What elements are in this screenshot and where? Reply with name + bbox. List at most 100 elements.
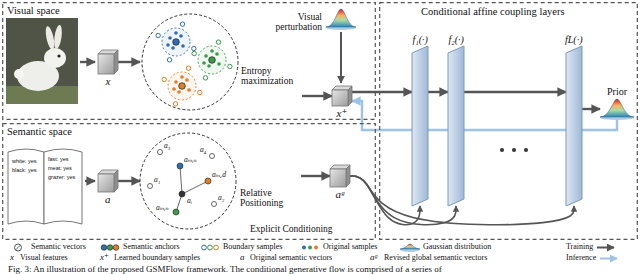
original-sample (177, 90, 181, 94)
legend-text: Semantic anchors (123, 243, 180, 252)
original-sample (172, 87, 176, 91)
boundary-sample (173, 102, 177, 106)
condition-arrow (350, 176, 420, 225)
prism-front (98, 54, 114, 74)
legend-item: Original semantic vectors (250, 254, 332, 263)
training-arrow (301, 175, 330, 177)
annotation: Visual perturbation (262, 12, 322, 33)
feature-vector: x⁺ (332, 86, 352, 106)
original-sample (179, 34, 183, 38)
coupling-layer: f₂(·) (448, 46, 464, 206)
original-sample (215, 52, 219, 56)
attribute-text: grazer: yes (48, 174, 75, 180)
legend-item: Original samples (300, 243, 377, 252)
coupling-layer: fL(·) (566, 46, 582, 206)
symbol-label: a₁ (154, 176, 160, 184)
attribute-text: meat: yes (48, 165, 72, 171)
boundary-sample (156, 33, 160, 37)
training-arrow (428, 91, 448, 93)
symbol-label: a (240, 253, 245, 263)
symbol-label: a₂ (218, 194, 224, 202)
node-label: f₂(·) (449, 34, 464, 45)
sample-icon (308, 246, 312, 250)
semantic-vector (148, 184, 153, 189)
dot (500, 148, 504, 152)
space-outline (140, 133, 236, 229)
training-arrow (582, 108, 600, 110)
symbol-label: aₘᵢₙ (184, 156, 197, 164)
semantic-anchor (173, 209, 179, 215)
slab-shape (566, 46, 582, 206)
vector-icon (16, 245, 21, 250)
node-shape (600, 98, 634, 120)
attribute-text: black: yes (12, 167, 36, 173)
anchor-icon (113, 245, 119, 251)
original-sample (202, 61, 206, 65)
legend-item: Revised global semantic vectors (384, 254, 487, 263)
semantic-anchor (179, 191, 185, 197)
legend-text: Visual features (20, 254, 68, 263)
node-label: f₁(·) (413, 34, 428, 45)
attribute-text: fast: yes (48, 156, 68, 162)
original-sample (166, 43, 170, 47)
ellipsis-dots (500, 148, 528, 152)
prism-side (346, 165, 350, 187)
original-sample (185, 78, 189, 82)
input-arrow (85, 180, 95, 182)
arrow-icon (600, 258, 617, 260)
node-shape (332, 86, 352, 106)
cluster-boundary (168, 72, 196, 100)
perturbation-arrow (340, 32, 342, 83)
legend-text: Original samples (323, 243, 377, 252)
node-heading: Entropy maximization (241, 66, 299, 87)
symbol-label: x⁺ (100, 253, 109, 263)
training-arrow (464, 91, 566, 93)
rabbit-head (44, 48, 66, 68)
book-page (8, 149, 44, 224)
attribute-book (8, 149, 82, 224)
node-label: x⁺ (337, 107, 348, 119)
node-shape (566, 46, 582, 206)
region-panel: aRelative PositioningaᵍSemantic space (2, 123, 376, 240)
legend-text: Training (566, 243, 593, 252)
symbol-label: aᵍ (370, 253, 377, 263)
gaussian-icon (326, 9, 356, 30)
legend-swatch (599, 254, 619, 263)
original-sample (168, 36, 172, 40)
feature-vector: aᵍ (330, 165, 350, 187)
semantic-anchor (179, 83, 186, 90)
boundary-sample (216, 40, 220, 44)
anchor-icon (101, 245, 107, 251)
anchor-icon (107, 245, 113, 251)
legend-item: Training (566, 243, 616, 252)
original-sample (174, 31, 178, 35)
semantic-vector (158, 150, 163, 155)
boundary-sample (192, 51, 196, 55)
symbol-label: a₃ (164, 142, 170, 150)
boundary-sample (186, 66, 190, 70)
boundary-icon (214, 245, 219, 250)
sample-cluster (162, 66, 202, 106)
prism-side (114, 170, 118, 192)
node-label: fL(·) (565, 34, 583, 45)
prism-side (348, 86, 352, 106)
legend-item: Gaussian distribution (400, 243, 491, 252)
book-page (44, 149, 82, 224)
legend-swatch (400, 243, 420, 252)
legend-text: Inference (566, 254, 596, 263)
symbol-label: aₘₑd (212, 171, 226, 179)
original-sample (204, 54, 208, 58)
node-shape (2, 123, 376, 240)
boundary-sample (198, 90, 202, 94)
sample-icon (302, 246, 306, 250)
boundary-icon (208, 245, 213, 250)
symbol-label: aₘᵢₙ (156, 204, 169, 212)
panel-border (3, 3, 376, 120)
semantic-anchor (205, 178, 211, 184)
node-shape (448, 46, 464, 206)
original-sample (207, 64, 211, 68)
legend-text: Revised global semantic vectors (384, 254, 487, 263)
boundary-sample (180, 22, 184, 26)
original-sample (180, 75, 184, 79)
sample-icon (314, 246, 318, 250)
